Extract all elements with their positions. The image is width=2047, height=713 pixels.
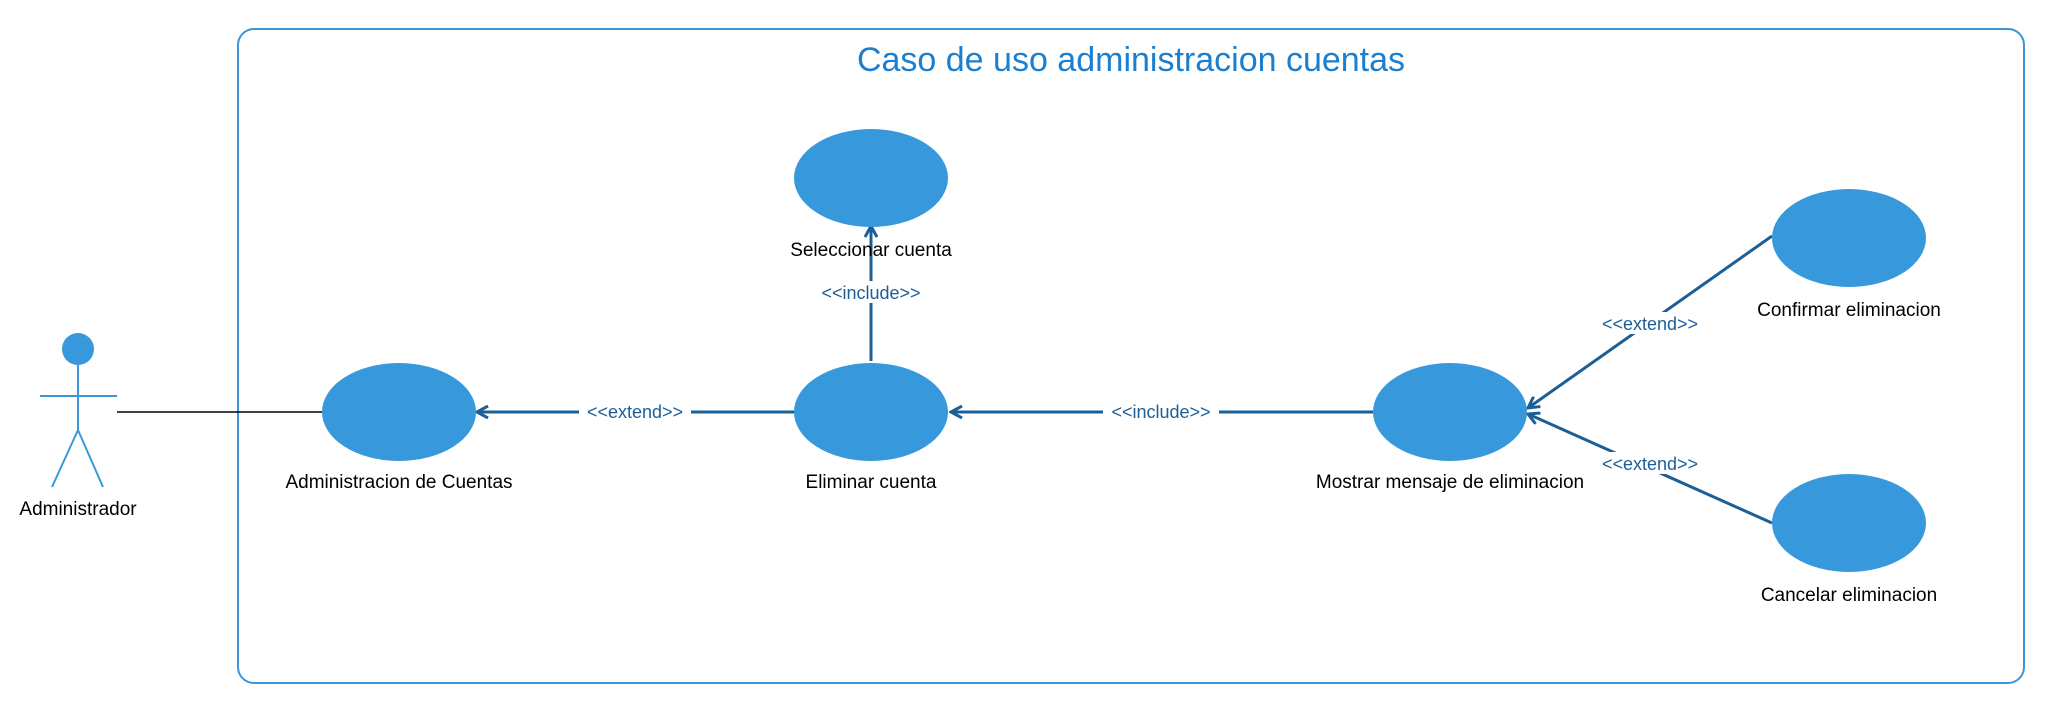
use-case-label: Seleccionar cuenta <box>790 240 952 261</box>
relation-label-bg <box>1594 312 1706 334</box>
use-case-ellipse <box>794 363 948 461</box>
relation-label-bg <box>579 400 691 422</box>
use-case-ellipse <box>1772 189 1926 287</box>
relation-label-bg <box>1594 452 1706 474</box>
use-case-ellipse <box>322 363 476 461</box>
relation-label-bg <box>813 281 929 303</box>
use-case-eliminar-cuenta[interactable]: Eliminar cuenta <box>794 363 948 493</box>
use-case-label: Confirmar eliminacion <box>1757 300 1941 321</box>
use-case-ellipse <box>794 129 948 227</box>
use-case-label: Mostrar mensaje de eliminacion <box>1316 472 1584 493</box>
use-case-label: Administracion de Cuentas <box>285 472 512 493</box>
use-case-seleccionar-cuenta[interactable]: Seleccionar cuenta <box>790 129 952 261</box>
relation-label-include-eliminar: <<include>> <box>1111 402 1210 422</box>
relation-label-extend-confirmar: <<extend>> <box>1602 314 1698 334</box>
actor-label: Administrador <box>19 499 137 520</box>
relation-label-include-seleccionar: <<include>> <box>821 283 920 303</box>
system-boundary <box>237 28 2025 684</box>
use-case-ellipse <box>1772 474 1926 572</box>
diagram-title: Caso de uso administracion cuentas <box>857 41 1405 79</box>
use-case-confirmar-eliminacion[interactable]: Confirmar eliminacion <box>1757 189 1941 321</box>
relation-label-bg <box>1103 400 1219 422</box>
actor-right-leg <box>77 429 104 488</box>
actor-head <box>62 333 94 365</box>
use-case-administracion-cuentas[interactable]: Administracion de Cuentas <box>285 363 513 493</box>
use-case-mostrar-mensaje[interactable]: Mostrar mensaje de eliminacion <box>1316 363 1584 493</box>
use-case-label: Eliminar cuenta <box>806 472 937 493</box>
relation-label-extend-administracion: <<extend>> <box>587 402 683 422</box>
actor-administrador[interactable]: Administrador <box>19 333 137 520</box>
relation-label-extend-cancelar: <<extend>> <box>1602 454 1698 474</box>
actor-left-leg <box>51 429 79 488</box>
use-case-label: Cancelar eliminacion <box>1761 585 1937 606</box>
use-case-cancelar-eliminacion[interactable]: Cancelar eliminacion <box>1761 474 1937 606</box>
use-case-ellipse <box>1373 363 1527 461</box>
